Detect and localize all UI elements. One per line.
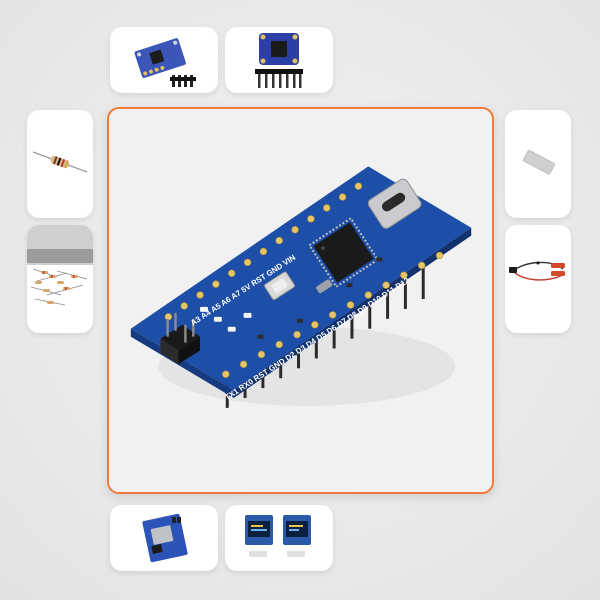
piezo-element-icon: [523, 150, 555, 175]
oled-display-icon: [245, 515, 311, 557]
thumbnail-gyro-module[interactable]: [110, 27, 218, 93]
gyro-module-icon: [134, 38, 196, 87]
breakout-board-icon: [255, 33, 303, 88]
thumbnail-alligator-clip[interactable]: [505, 225, 571, 333]
sd-card-module-icon: [142, 513, 188, 563]
thumbnail-sd-module[interactable]: [110, 505, 218, 571]
thumbnail-resistor[interactable]: [27, 110, 93, 218]
resistor-icon: [32, 151, 88, 173]
thumbnail-breakout-board[interactable]: [225, 27, 333, 93]
thumbnail-oled[interactable]: [225, 505, 333, 571]
alligator-clip-icon: [509, 261, 565, 281]
thumbnail-piezo[interactable]: [505, 110, 571, 218]
nano-board-image: A3 A4 A5 A6 A7 5V RST GND VIN TX1 RX0 RS…: [130, 166, 472, 408]
main-product-image: A3 A4 A5 A6 A7 5V RST GND VIN TX1 RX0 RS…: [107, 107, 494, 494]
thumbnail-resistor-kit[interactable]: [27, 225, 93, 333]
resistor-kit-icon: [27, 225, 93, 306]
